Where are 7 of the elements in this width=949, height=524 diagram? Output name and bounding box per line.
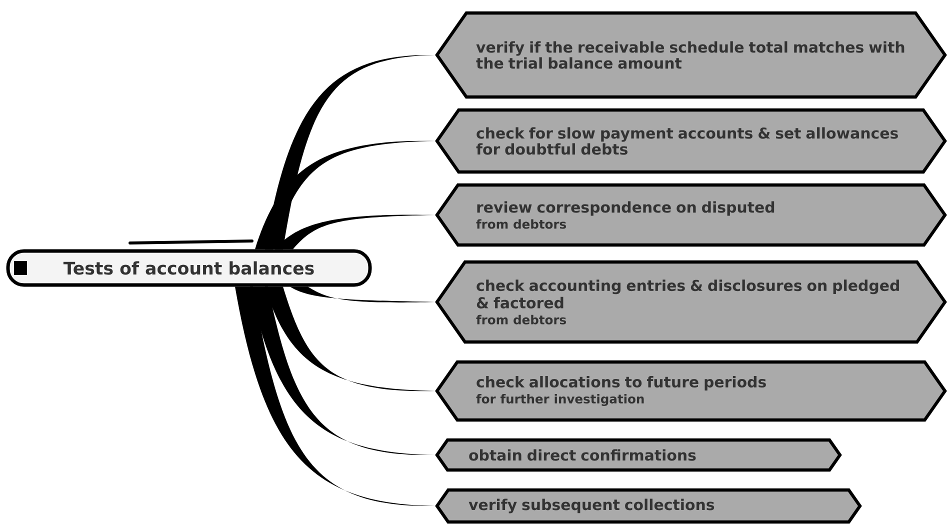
topic-box: Tests of account balances [6, 249, 372, 287]
hexagon-box: check for slow payment accounts & set allowances for doubtful debts [435, 108, 947, 174]
hexagon-box: check accounting entries & disclosures on pledged & factored from debtors [435, 260, 947, 344]
hexagon-box: check allocations to future periods for further investigation [435, 360, 947, 422]
hexagon-box: verify subsequent collections [435, 488, 862, 524]
hexagon-box: verify if the receivable schedule total matches with the trial balance amount [435, 11, 947, 99]
hexagon-box: review correspondence on disputed from debtors [435, 183, 947, 247]
